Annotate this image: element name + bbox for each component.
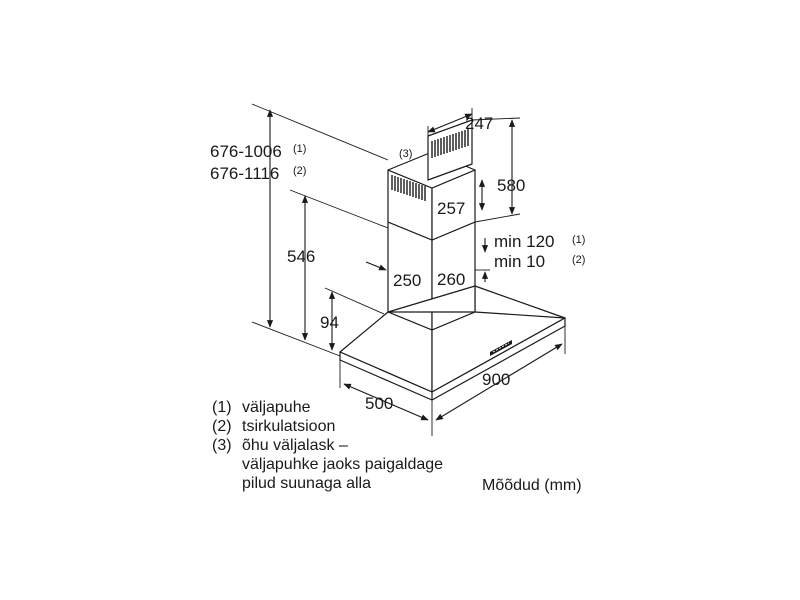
air-outlet-slots-front (391, 175, 426, 201)
legend-text: väljapuhe (242, 399, 311, 416)
canopy-height-label: 94 (320, 313, 339, 332)
min-gap-1-note: (1) (572, 234, 585, 246)
canopy-back (387, 285, 476, 313)
legend-item: pilud suunaga alla (212, 474, 443, 493)
chimney-width-label: 247 (465, 114, 493, 133)
legend-number: (1) (212, 399, 232, 416)
chimney-depth-label: 257 (437, 199, 465, 218)
chimney-width-dimension-line (427, 113, 473, 133)
chimney-upper-height-label: 580 (497, 176, 525, 195)
height-range-2-note: (2) (293, 165, 306, 177)
dimension-arrows (266, 109, 563, 421)
legend-number (212, 455, 242, 474)
legend-item: (1) väljapuhe (212, 398, 443, 417)
legend-number: (2) (212, 418, 232, 435)
min-gap-2-note: (2) (572, 254, 585, 266)
chimney-front-width-label: 260 (437, 270, 465, 289)
units-label: Mõõdud (mm) (482, 477, 582, 494)
height-range-1-note: (1) (293, 143, 306, 155)
height-range-1-label: 676-1006 (210, 142, 282, 161)
depth-dimension-line (343, 383, 429, 421)
legend-number (212, 474, 242, 493)
chimney-side-width-arrow (365, 261, 387, 271)
min-gap-1-label: min 120 (494, 232, 554, 251)
height-range-2-label: 676-1116 (210, 164, 279, 183)
legend-item: (2) tsirkulatsioon (212, 417, 443, 436)
legend-item: (3) õhu väljalask – (212, 436, 443, 455)
width-label: 900 (482, 370, 510, 389)
legend-text: väljapuhke jaoks paigaldage (242, 456, 444, 473)
body-height-label: 546 (287, 247, 315, 266)
legend-text: tsirkulatsioon (242, 418, 336, 435)
chimney-duct-label: (3) (399, 148, 412, 160)
legend-text: pilud suunaga alla (242, 475, 371, 492)
chimney-side-width-label: 250 (393, 271, 421, 290)
legend-text: õhu väljalask – (242, 437, 348, 454)
legend-number: (3) (212, 437, 232, 454)
min-gap-2-label: min 10 (494, 252, 545, 271)
depth-label: 500 (365, 394, 393, 413)
legend-item: väljapuhke jaoks paigaldage (212, 455, 443, 474)
width-dimension-line (435, 343, 563, 421)
legend: (1) väljapuhe (2) tsirkulatsioon (3) õhu… (212, 398, 443, 493)
